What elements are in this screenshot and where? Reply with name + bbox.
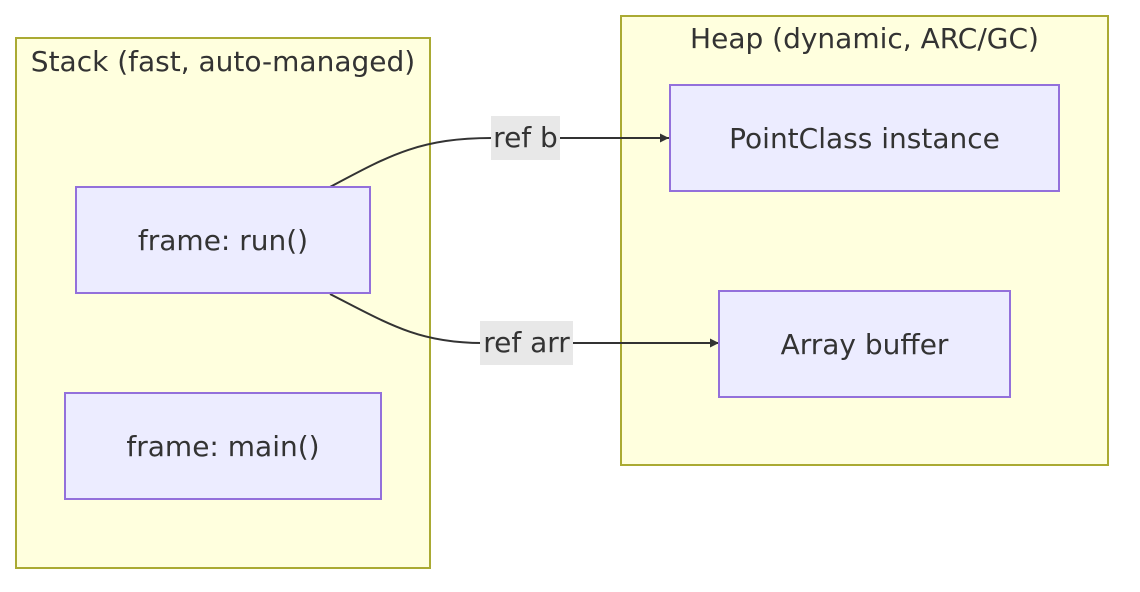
node-pointclass-instance-label: PointClass instance bbox=[729, 121, 1000, 155]
node-array-buffer-label: Array buffer bbox=[780, 327, 949, 361]
edge-label-ref-arr: ref arr bbox=[480, 321, 573, 365]
node-frame-run-label: frame: run() bbox=[137, 223, 309, 257]
node-pointclass-instance[interactable]: PointClass instance bbox=[669, 84, 1060, 192]
stack-cluster-title: Stack (fast, auto-managed) bbox=[30, 45, 416, 78]
edge-run-to-array bbox=[329, 293, 719, 348]
node-array-buffer[interactable]: Array buffer bbox=[718, 290, 1011, 398]
edge-label-ref-b: ref b bbox=[491, 116, 560, 160]
node-frame-main[interactable]: frame: main() bbox=[64, 392, 382, 500]
node-frame-main-label: frame: main() bbox=[126, 429, 320, 463]
edge-run-to-pointclass bbox=[329, 133, 669, 188]
node-frame-run[interactable]: frame: run() bbox=[75, 186, 371, 294]
heap-cluster-title: Heap (dynamic, ARC/GC) bbox=[690, 22, 1039, 55]
